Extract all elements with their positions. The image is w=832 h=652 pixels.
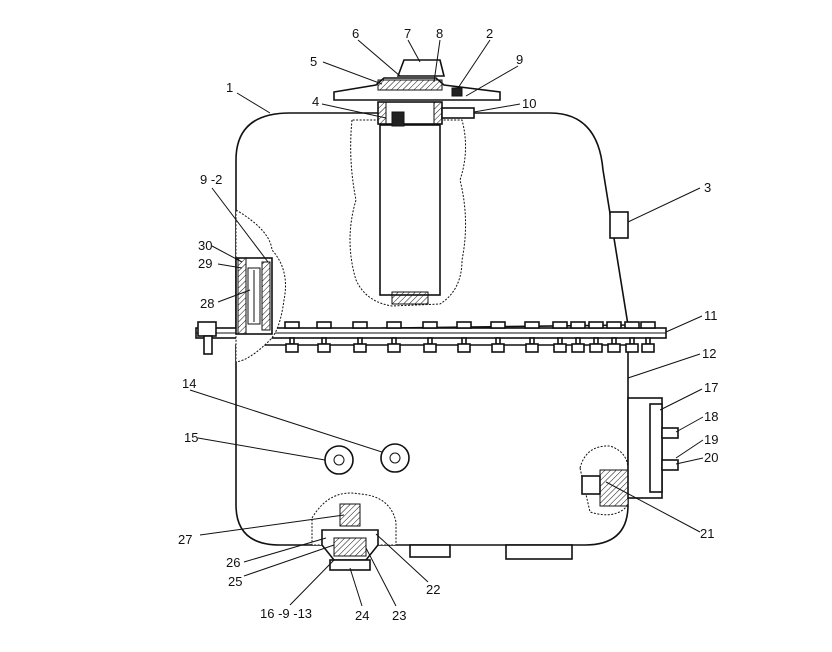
flange-bolt [606, 321, 622, 353]
flange-bolt [316, 321, 332, 353]
bolt-18 [661, 427, 679, 439]
sight-glass [247, 267, 261, 325]
callout-8: 8 [436, 26, 443, 41]
port-14 [380, 443, 410, 473]
fitting-21 [599, 469, 629, 507]
callout-24: 24 [355, 608, 369, 623]
drain-plug [329, 559, 371, 571]
flange-bolt [490, 321, 506, 353]
callout-5: 5 [310, 54, 317, 69]
flange-bolt [570, 321, 586, 353]
right-foot [505, 544, 573, 560]
left-foot [409, 544, 451, 558]
port-3-boss [609, 211, 629, 239]
flange-bolt [588, 321, 604, 353]
flange-bolt [422, 321, 438, 353]
callout-19: 19 [704, 432, 718, 447]
flange-bolt [352, 321, 368, 353]
callout-1: 1 [226, 80, 233, 95]
flange-bolt [552, 321, 568, 353]
cap-handle [396, 59, 446, 77]
callout-7: 7 [404, 26, 411, 41]
callout-18: 18 [704, 409, 718, 424]
callout-16-9-13: 16 -9 -13 [260, 606, 312, 621]
leader-lines [189, 39, 704, 607]
callout-23: 23 [392, 608, 406, 623]
flange-bolts [284, 321, 656, 353]
callout-12: 12 [702, 346, 716, 361]
flange-bolt [456, 321, 472, 353]
filler-neck [377, 101, 443, 125]
callout-labels: 1 2 3 4 5 6 7 8 9 10 11 12 14 15 17 18 1… [178, 26, 718, 623]
flange-bolt [284, 321, 300, 353]
callout-17: 17 [704, 380, 718, 395]
callout-10: 10 [522, 96, 536, 111]
callout-6: 6 [352, 26, 359, 41]
callout-9-2: 9 -2 [200, 172, 222, 187]
callout-28: 28 [200, 296, 214, 311]
callout-14: 14 [182, 376, 196, 391]
filter-cartridge [379, 124, 441, 296]
cartridge-base [391, 291, 429, 305]
flange-bolt [624, 321, 640, 353]
flange-bolt [640, 321, 656, 353]
callout-21: 21 [700, 526, 714, 541]
callout-11: 11 [704, 308, 718, 323]
port-15 [324, 445, 354, 475]
callout-26: 26 [226, 555, 240, 570]
callout-20: 20 [704, 450, 718, 465]
callout-15: 15 [184, 430, 198, 445]
callout-30: 30 [198, 238, 212, 253]
callout-9: 9 [516, 52, 523, 67]
flange-bolt [524, 321, 540, 353]
callout-27: 27 [178, 532, 192, 547]
lower-tank-body [235, 344, 629, 546]
callout-25: 25 [228, 574, 242, 589]
drain-spring [339, 503, 361, 527]
callout-2: 2 [486, 26, 493, 41]
flange-bolt [386, 321, 402, 353]
callout-3: 3 [704, 180, 711, 195]
callout-22: 22 [426, 582, 440, 597]
callout-29: 29 [198, 256, 212, 271]
bolt-20 [661, 459, 679, 471]
callout-4: 4 [312, 94, 319, 109]
